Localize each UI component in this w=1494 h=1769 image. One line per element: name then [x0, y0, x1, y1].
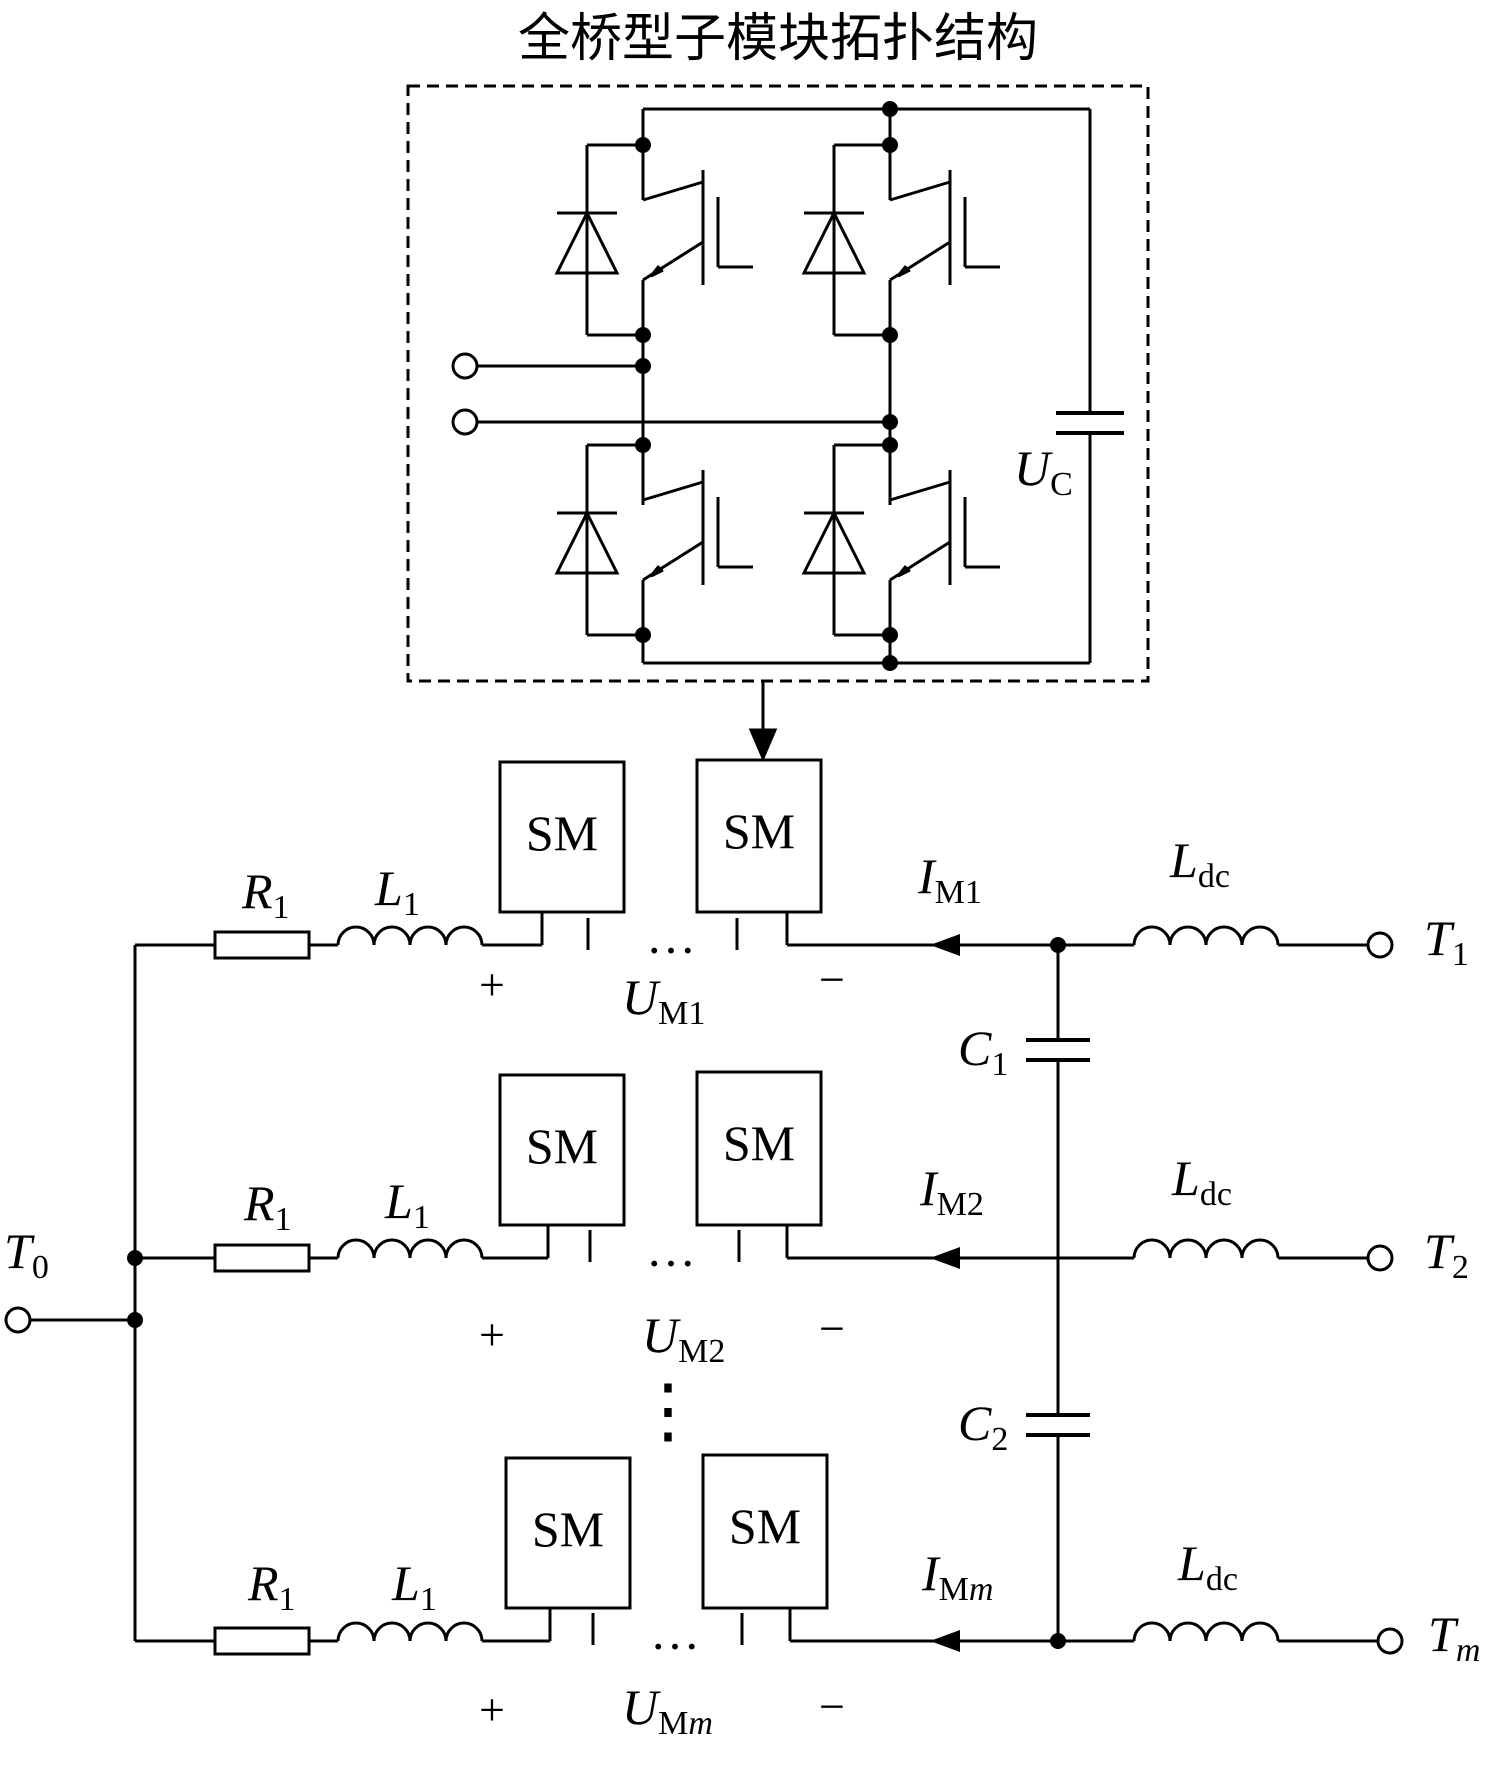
sm-block: [695, 1070, 823, 1227]
plus-sign: +: [479, 1684, 505, 1735]
inductor-label: L1: [374, 860, 420, 923]
left-bus: [28, 945, 137, 1641]
igbt-top-right: [801, 143, 1000, 337]
sm-label: SM: [532, 1501, 604, 1557]
minus-sign: −: [819, 1681, 845, 1732]
sm-label: SM: [526, 805, 598, 861]
capacitor-column: [1026, 945, 1090, 1641]
minus-sign: −: [819, 954, 845, 1005]
submodule-dashed-box: [406, 84, 1150, 683]
current-label: IM1: [917, 848, 982, 911]
inductor-label: L1: [384, 1173, 430, 1236]
dc-inductor-label: Ldc: [1171, 1150, 1232, 1213]
voltage-label: UMm: [622, 1679, 713, 1742]
voltage-label: UM1: [622, 969, 705, 1032]
terminal-label: T1: [1424, 910, 1469, 973]
capacitor-label: C2: [958, 1395, 1008, 1458]
dc-inductor-label: Ldc: [1177, 1535, 1238, 1598]
vertical-ellipsis: ⋮: [632, 1371, 704, 1451]
capacitor-label: C1: [958, 1020, 1008, 1083]
minus-sign: −: [819, 1303, 845, 1354]
capacitor-voltage-label: UC: [1014, 440, 1073, 503]
terminal-label: Tm: [1428, 1606, 1480, 1669]
submodule-pointer-arrow: [748, 682, 778, 762]
plus-sign: +: [479, 1309, 505, 1360]
terminal-t1: [1366, 931, 1394, 959]
sm-block: [498, 760, 626, 914]
dc-inductor-label: Ldc: [1169, 832, 1230, 895]
igbt-bottom-left: [554, 443, 753, 637]
terminal-t0: [4, 1306, 32, 1334]
sm-label: SM: [526, 1118, 598, 1174]
terminal-tm: [1376, 1627, 1404, 1655]
ellipsis: …: [650, 1604, 700, 1660]
current-label: IM2: [919, 1160, 984, 1223]
current-arrow: [930, 934, 960, 956]
voltage-label: UM2: [642, 1307, 725, 1370]
igbt-top-left: [554, 143, 753, 337]
sm-block: [498, 1073, 626, 1227]
sm-block: [695, 758, 823, 914]
current-arrow: [930, 1630, 960, 1652]
terminal-t0-label: T0: [4, 1223, 49, 1286]
current-label: IMm: [921, 1545, 993, 1608]
ellipsis: …: [646, 908, 696, 964]
terminal-t2: [1366, 1244, 1394, 1272]
current-arrow: [930, 1247, 960, 1269]
branch-1: SM SM … R1 L1 + UM1 − IM1 Ldc T1: [135, 758, 1469, 1032]
branch-m: SM SM … R1 L1 + UMm − IMm Ldc Tm: [135, 1453, 1480, 1742]
ellipsis: …: [646, 1221, 696, 1277]
resistor-label: R1: [247, 1555, 296, 1618]
igbt-bottom-right: [801, 443, 1000, 637]
submodule-junction-dots: [635, 101, 898, 671]
sm-block: [504, 1456, 632, 1610]
diagram-title: 全桥型子模块拓扑结构: [518, 9, 1038, 69]
plus-sign: +: [479, 959, 505, 1010]
inductor-label: L1: [391, 1555, 437, 1618]
sm-label: SM: [723, 1115, 795, 1171]
sm-label: SM: [729, 1498, 801, 1554]
resistor-label: R1: [241, 863, 290, 926]
full-bridge-submodule: [472, 107, 1124, 665]
resistor-label: R1: [243, 1175, 292, 1238]
terminal-label: T2: [1424, 1223, 1469, 1286]
sm-label: SM: [723, 803, 795, 859]
branch-2: SM SM … R1 L1 + UM2 − IM2 Ldc T2: [135, 1070, 1469, 1370]
submodule-terminals: [451, 352, 479, 436]
sm-block: [701, 1453, 829, 1610]
